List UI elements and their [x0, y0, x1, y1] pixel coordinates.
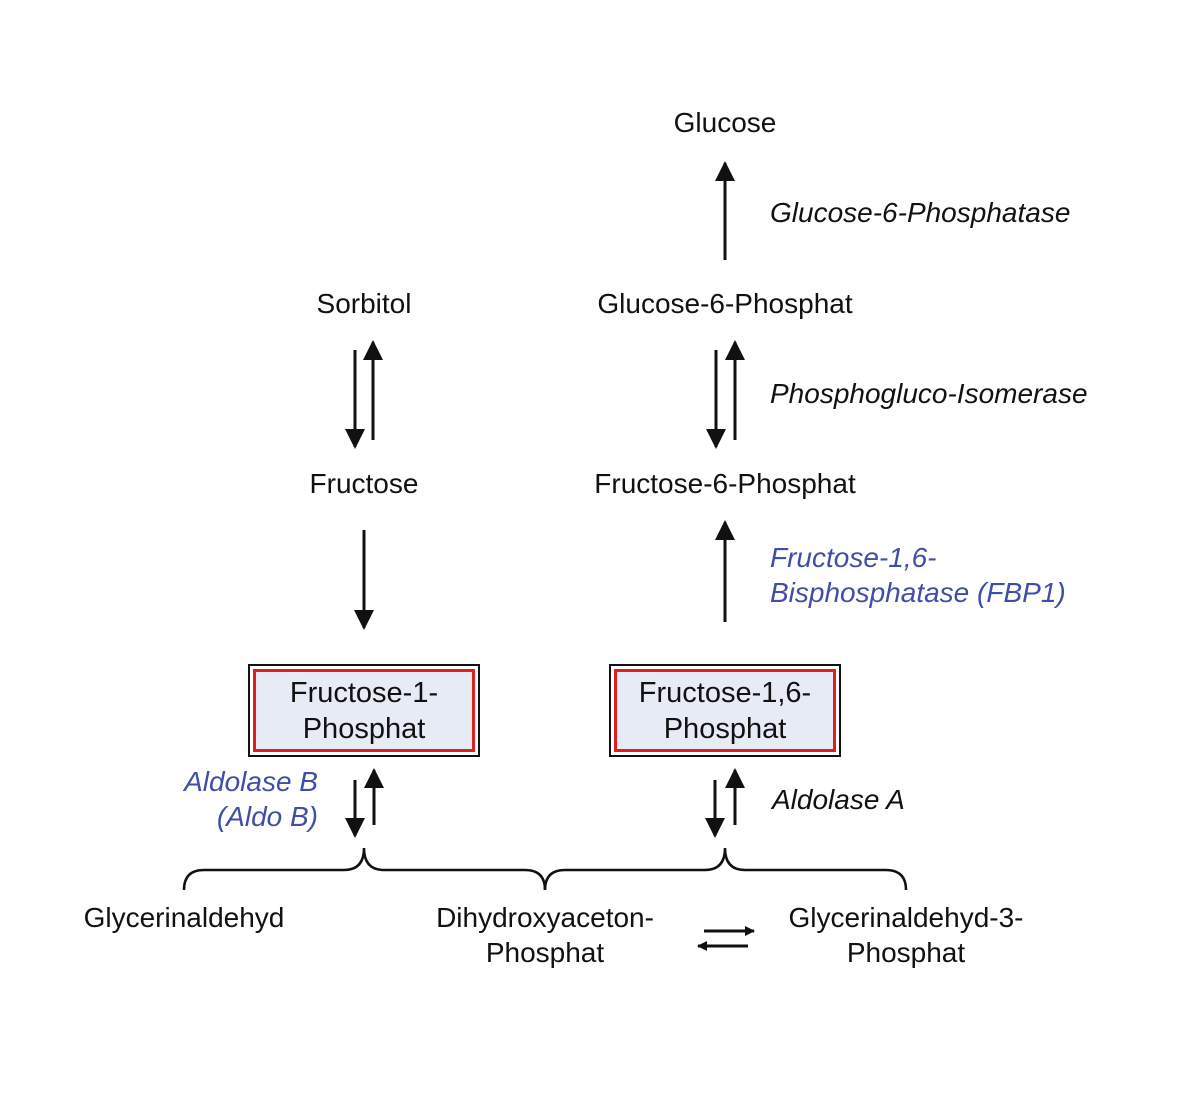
- sorbitol-label: Sorbitol: [316, 288, 412, 319]
- fbp1-label: Fructose-1,6- Bisphosphatase (FBP1): [770, 540, 1066, 610]
- gap-line1: Glycerinaldehyd-3-: [788, 902, 1024, 933]
- fructose-16-phosphate-line1: Fructose-1,6-: [638, 676, 812, 709]
- brace-aldolase-a-products: [543, 847, 908, 891]
- arrow-sorbitol-fructose-equilibrium: [345, 340, 383, 449]
- glucose-6-phosphate-label: Glucose-6-Phosphat: [597, 288, 853, 319]
- fructose-1-phosphate-box-inner: Fructose-1- Phosphat: [253, 669, 475, 752]
- fructose-16-phosphate-line2: Phosphat: [663, 712, 787, 745]
- fructose-1-phosphate-line2: Phosphat: [302, 712, 426, 745]
- phosphogluco-isomerase-label: Phosphogluco-Isomerase: [770, 378, 1088, 409]
- fructose-label: Fructose: [309, 468, 419, 499]
- brace-aldolase-b-products: [182, 847, 547, 891]
- dhap-line2: Phosphat: [485, 937, 605, 968]
- aldolase-a-label: Aldolase A: [772, 784, 905, 815]
- glycerinaldehyd-label: Glycerinaldehyd: [83, 902, 285, 933]
- gap-label: Glycerinaldehyd-3- Phosphat: [789, 900, 1024, 970]
- glucose-6-phosphatase-label: Glucose-6-Phosphatase: [770, 197, 1071, 228]
- dhap-line1: Dihydroxyaceton-: [436, 902, 654, 933]
- arrow-g6p-f6p-equilibrium: [706, 340, 745, 449]
- dhap-label: Dihydroxyaceton- Phosphat: [436, 900, 654, 970]
- fructose-16-phosphate-box-inner: Fructose-1,6- Phosphat: [614, 669, 836, 752]
- fbp1-line2: Bisphosphatase (FBP1): [770, 577, 1066, 608]
- fructose-1-phosphate-box: Fructose-1- Phosphat: [248, 664, 480, 757]
- glucose-label: Glucose: [673, 107, 777, 138]
- fructose-6-phosphate-label: Fructose-6-Phosphat: [594, 468, 856, 499]
- arrow-f1p-trioses-equilibrium: [345, 768, 384, 838]
- aldolase-b-line1: Aldolase B: [184, 766, 318, 797]
- fbp1-line1: Fructose-1,6-: [770, 542, 937, 573]
- fructose-1-phosphate-line1: Fructose-1-: [289, 676, 439, 709]
- arrow-dhap-gap-equilibrium: [697, 926, 755, 951]
- aldolase-b-label: Aldolase B (Aldo B): [184, 764, 318, 834]
- gap-line2: Phosphat: [846, 937, 966, 968]
- aldolase-b-line2: (Aldo B): [216, 801, 318, 832]
- fructose-16-phosphate-box: Fructose-1,6- Phosphat: [609, 664, 841, 757]
- arrow-f16p-trioses-equilibrium: [705, 768, 745, 838]
